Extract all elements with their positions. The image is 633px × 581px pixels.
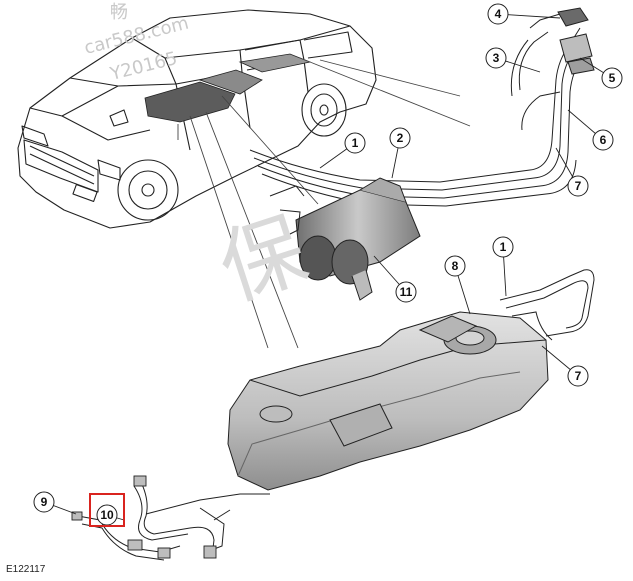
callout-label-1: 1 [352,136,359,150]
vehicle-outline [17,9,377,229]
callout-label-4: 4 [495,7,502,21]
wiring-harness [77,479,270,561]
callout-circle-7-b [567,365,589,387]
callout-circle-1 [344,132,366,154]
callout-circle-2 [389,127,411,149]
callout-circle-4 [487,3,509,25]
callout-circle-1-b [492,236,514,258]
watermark-line1: 畅 [110,2,128,23]
callout-circle-6 [592,129,614,151]
callout-label-7: 7 [575,179,582,193]
callout-label-10: 10 [100,508,114,522]
callout-circle-3 [485,47,507,69]
callout-label-9: 9 [41,495,48,509]
watermark-line3: Y20165 [107,48,179,85]
evap-canister [269,177,421,301]
vehicle-fuel-components [144,53,312,123]
figure-id: E122117 [6,564,46,575]
callout-label-1-b: 1 [500,240,507,254]
fuel-tank [227,269,595,491]
callout-label-2: 2 [397,131,404,145]
callout-label-3: 3 [493,51,500,65]
callout-circle-11 [395,281,417,303]
callout-circle-7 [567,175,589,197]
leader-lines [177,57,471,349]
connector-parts [557,7,595,75]
callout-label-5: 5 [609,71,616,85]
callout-label-8: 8 [452,259,459,273]
callout-label-6: 6 [600,133,607,147]
callout-circle-5 [601,67,623,89]
callout-circle-8 [444,255,466,277]
callout-label-11: 11 [400,285,413,299]
callout-label-7-b: 7 [575,369,582,383]
highlight-box [89,493,125,527]
harness-connectors [71,475,217,559]
callout-circle-9 [33,491,55,513]
